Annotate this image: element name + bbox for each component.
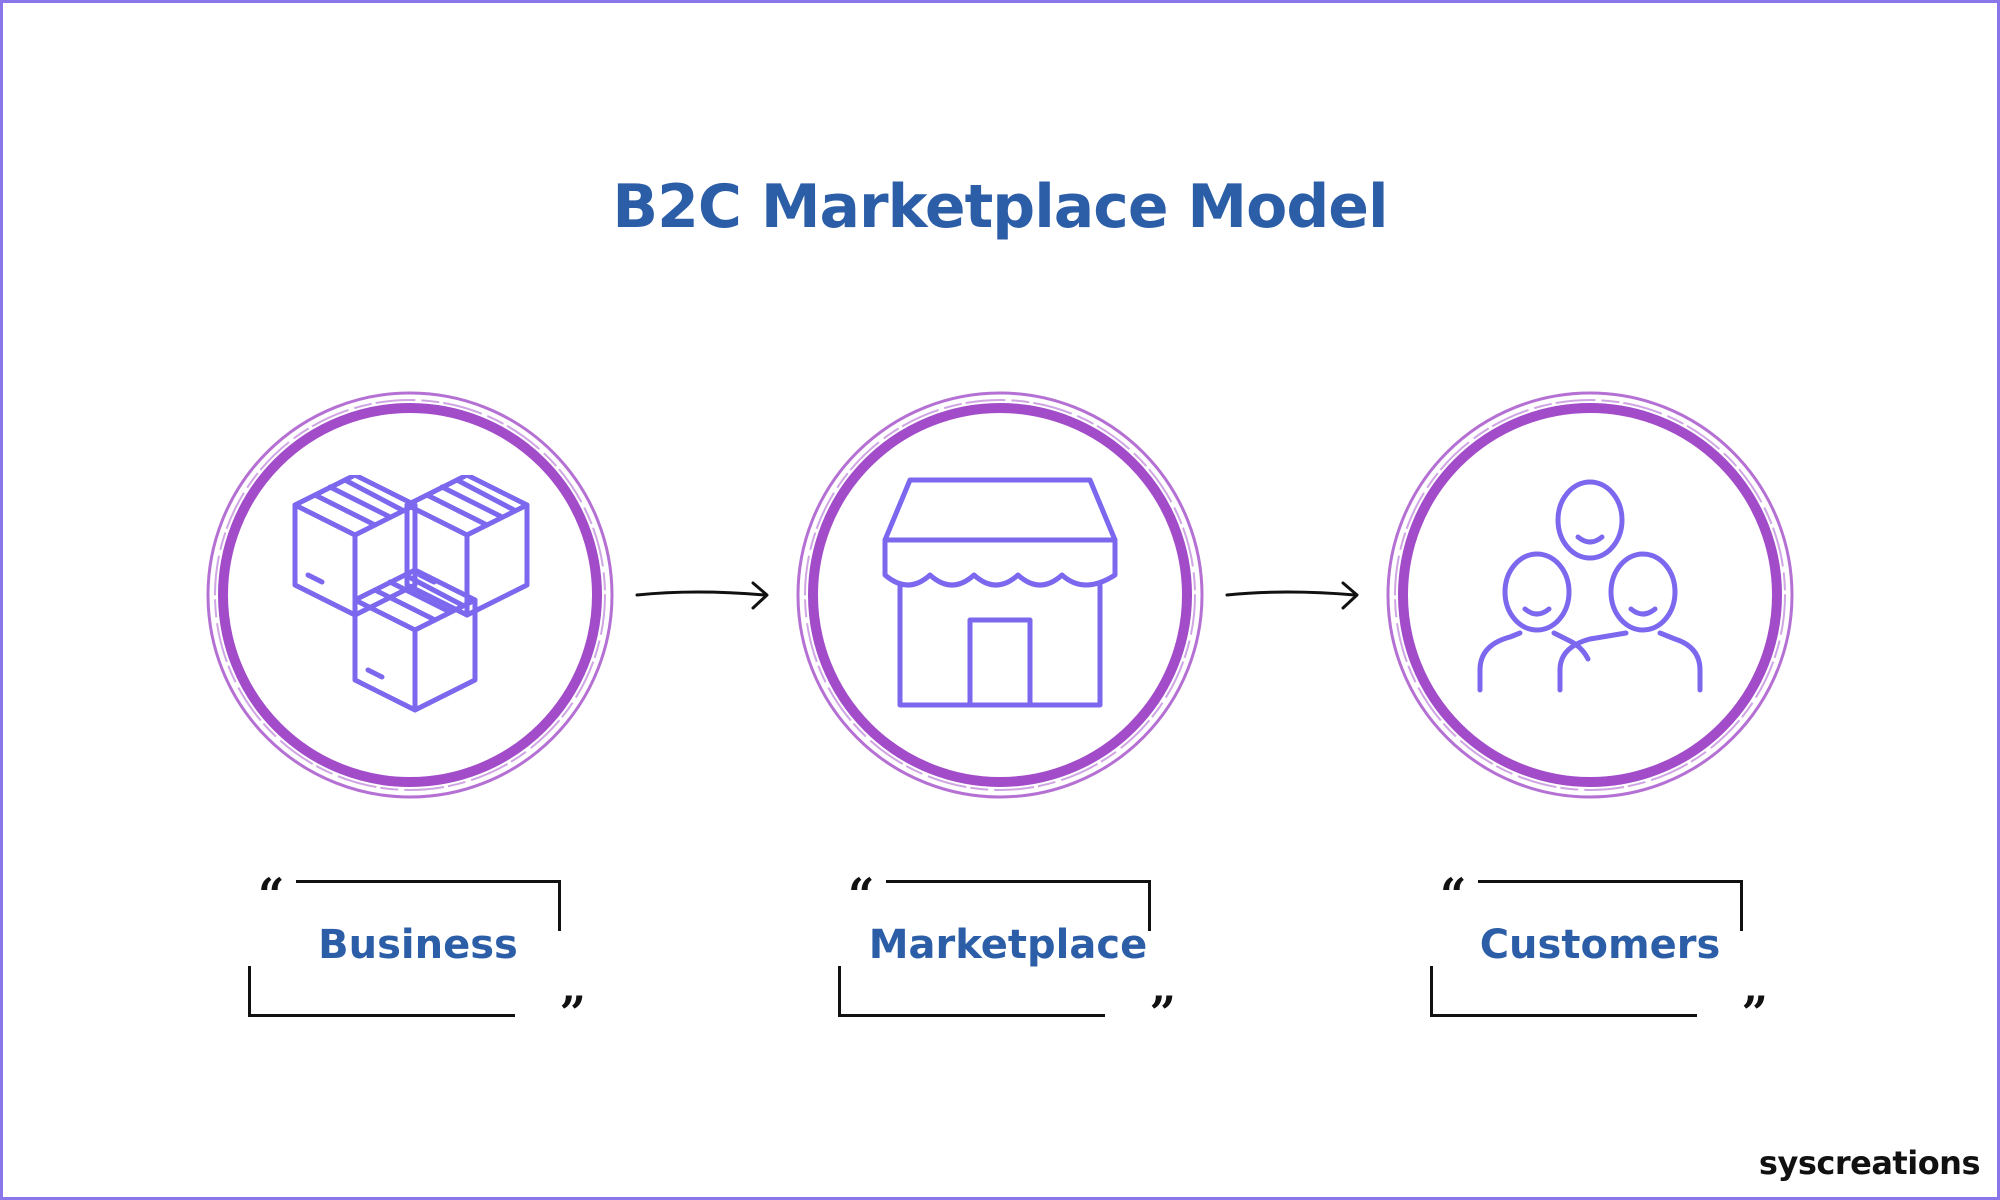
customers-label: Customers xyxy=(1479,922,1721,968)
arrow-right-icon xyxy=(635,581,769,610)
close-quote-icon: ” xyxy=(559,986,586,1040)
arrow-right-icon xyxy=(1225,581,1359,610)
open-quote-icon: “ xyxy=(1440,868,1467,922)
bracket-bottom xyxy=(1430,966,1697,1017)
bracket-top xyxy=(296,880,561,931)
bracket-bottom xyxy=(248,966,515,1017)
brand-logo: syscreations xyxy=(1758,1144,1981,1182)
customers-node xyxy=(1375,390,1805,820)
marketplace-label: Marketplace xyxy=(868,922,1148,968)
close-quote-icon: ” xyxy=(1149,986,1176,1040)
open-quote-icon: “ xyxy=(848,868,875,922)
people-icon xyxy=(1477,479,1703,693)
customers-label-box: “ Customers ” xyxy=(1430,868,1768,1036)
open-quote-icon: “ xyxy=(258,868,285,922)
marketplace-node xyxy=(785,390,1215,820)
business-label: Business xyxy=(318,922,518,968)
business-node xyxy=(195,390,625,820)
bracket-top xyxy=(1478,880,1743,931)
diagram-title: B2C Marketplace Model xyxy=(612,172,1388,242)
storefront-icon xyxy=(882,477,1118,708)
bracket-bottom xyxy=(838,966,1105,1017)
marketplace-label-box: “ Marketplace ” xyxy=(838,868,1176,1036)
bracket-top xyxy=(886,880,1151,931)
close-quote-icon: ” xyxy=(1741,986,1768,1040)
ring-decoration xyxy=(1386,391,1794,799)
boxes-icon xyxy=(292,475,530,713)
ring-decoration xyxy=(796,391,1204,799)
business-label-box: “ Business ” xyxy=(248,868,586,1036)
ring-decoration xyxy=(206,391,614,799)
